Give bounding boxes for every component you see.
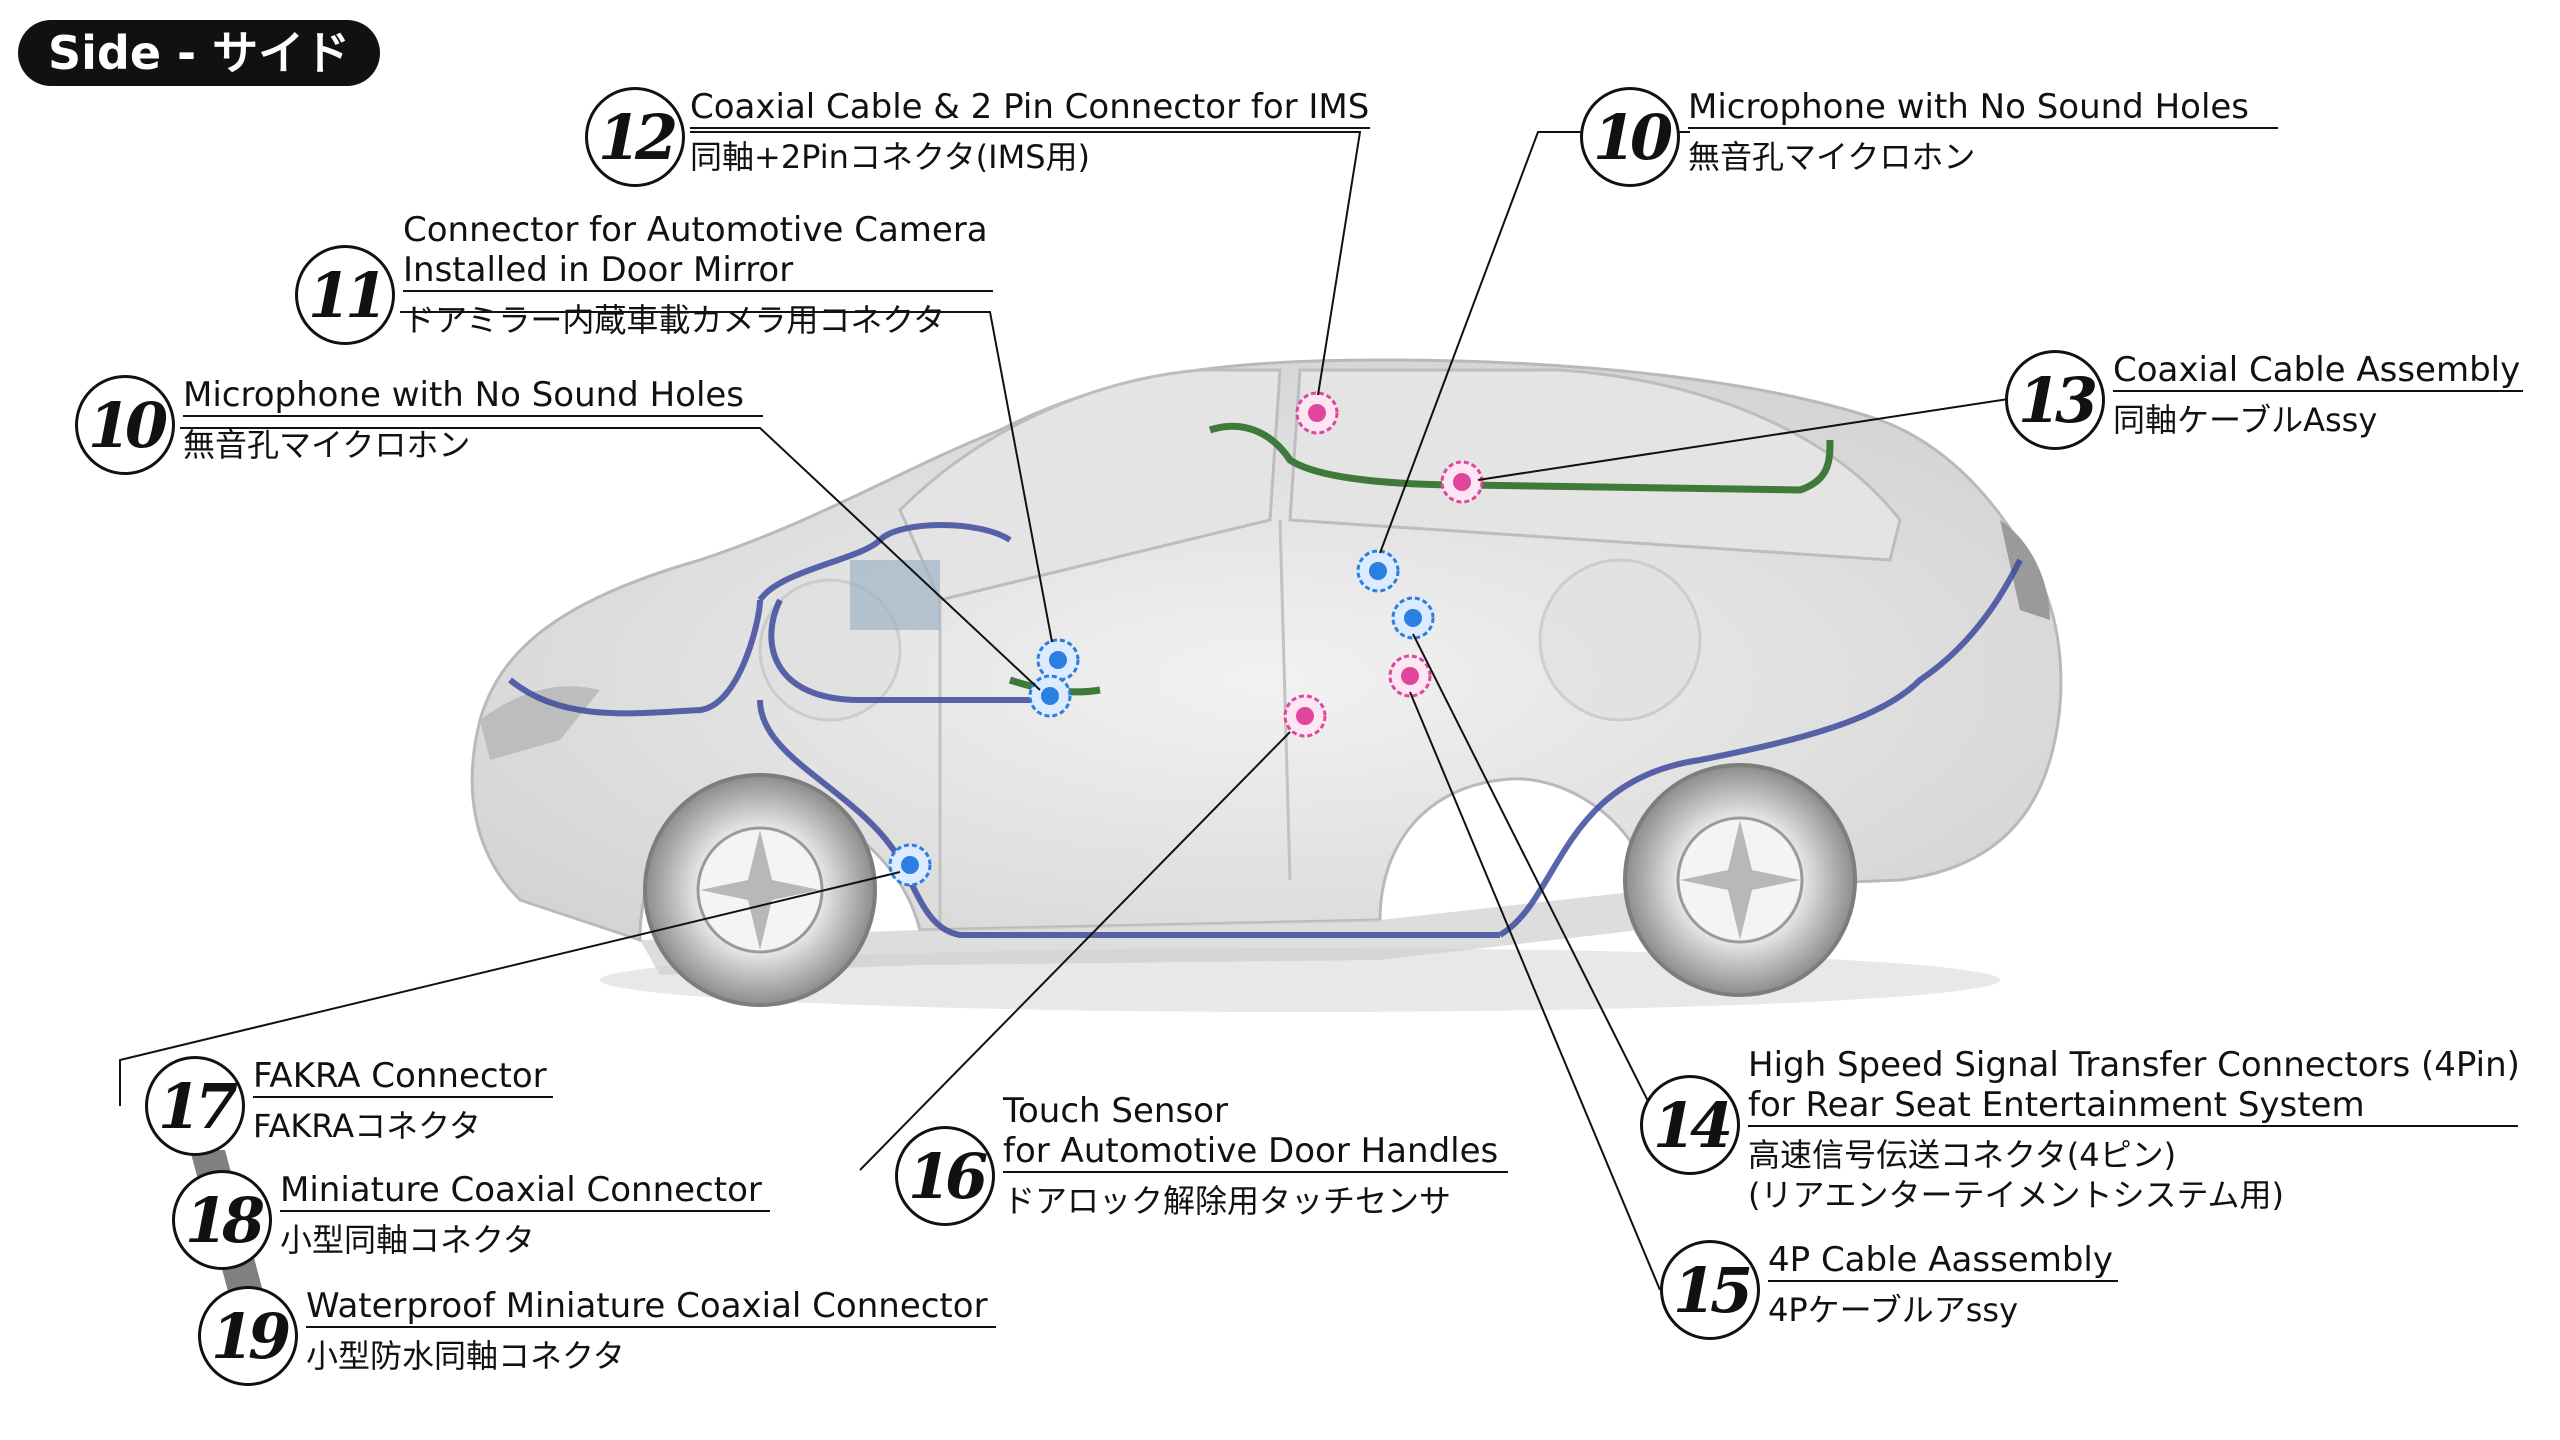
number-badge: 19: [198, 1286, 298, 1386]
number-badge: 12: [585, 87, 685, 187]
number-badge: 18: [172, 1170, 272, 1270]
marker-fakra: [888, 843, 932, 887]
number-badge: 13: [2005, 350, 2105, 450]
label-ja: 高速信号伝送コネクタ(4ピン): [1748, 1136, 2177, 1174]
label-en: Connector for Automotive Camera: [403, 210, 988, 250]
label-ja: 4Pケーブルアssy: [1768, 1291, 2019, 1329]
label-en: FAKRA Connector: [253, 1056, 547, 1096]
divider: [183, 415, 763, 417]
number-badge: 11: [295, 245, 395, 345]
label-en: Coaxial Cable Assembly: [2113, 350, 2521, 390]
divider: [1003, 1171, 1508, 1173]
label-ja: 無音孔マイクロホン: [183, 426, 471, 464]
marker-ims: [1295, 391, 1339, 435]
label-en: Touch Sensor: [1003, 1091, 1228, 1131]
number-badge: 14: [1640, 1075, 1740, 1175]
label-ja: ドアロック解除用タッチセンサ: [1003, 1182, 1452, 1220]
label-ja: FAKRAコネクタ: [253, 1107, 481, 1145]
label-en: Coaxial Cable & 2 Pin Connector for IMS: [690, 87, 1370, 127]
label-en: for Rear Seat Entertainment System: [1748, 1085, 2365, 1125]
divider: [280, 1210, 770, 1212]
label-en: Waterproof Miniature Coaxial Connector: [306, 1286, 988, 1326]
marker-coaxial-assy: [1440, 460, 1484, 504]
number-badge: 15: [1660, 1240, 1760, 1340]
front-wheel: [643, 773, 877, 1007]
marker-mirror-camera: [1036, 638, 1080, 682]
label-en: Installed in Door Mirror: [403, 250, 794, 290]
marker-4p-cable: [1388, 654, 1432, 698]
label-en: for Automotive Door Handles: [1003, 1131, 1499, 1171]
label-ja: (リアエンターテイメントシステム用): [1748, 1176, 2285, 1214]
door-line: [1278, 519, 1292, 881]
section-tag: Side - サイド: [18, 20, 381, 86]
label-en: Microphone with No Sound Holes: [1688, 87, 2250, 127]
window-front: [898, 368, 1282, 602]
label-en: High Speed Signal Transfer Connectors (4…: [1748, 1045, 2520, 1085]
label-en: 4P Cable Aassembly: [1768, 1240, 2113, 1280]
divider: [2113, 390, 2523, 392]
window-rear: [1288, 368, 1902, 562]
number-badge: 10: [1580, 87, 1680, 187]
marker-mic-left: [1028, 674, 1072, 718]
label-en: Microphone with No Sound Holes: [183, 375, 745, 415]
divider: [690, 127, 1370, 129]
label-en: Miniature Coaxial Connector: [280, 1170, 762, 1210]
marker-mic-right: [1356, 549, 1400, 593]
number-badge: 16: [895, 1126, 995, 1226]
label-ja: 同軸ケーブルAssy: [2113, 401, 2378, 439]
rear-seat: [1538, 558, 1702, 722]
harness-green: [1208, 422, 1834, 494]
label-ja: 同軸+2Pinコネクタ(IMS用): [690, 138, 1090, 176]
label-ja: 小型同軸コネクタ: [280, 1221, 535, 1259]
number-badge: 10: [75, 375, 175, 475]
divider: [306, 1326, 996, 1328]
tail-light: [2000, 520, 2050, 620]
divider: [1768, 1280, 2118, 1282]
divider: [1748, 1125, 2518, 1127]
number-badge: 17: [145, 1056, 245, 1156]
label-ja: 小型防水同軸コネクタ: [306, 1337, 625, 1375]
marker-touch-sensor: [1283, 694, 1327, 738]
divider: [1688, 127, 2278, 129]
rear-wheel: [1623, 763, 1857, 997]
marker-rse-connector: [1391, 596, 1435, 640]
label-ja: 無音孔マイクロホン: [1688, 138, 1976, 176]
headlight: [480, 686, 600, 760]
divider: [403, 290, 993, 292]
camera-module: [850, 560, 940, 630]
label-ja: ドアミラー内蔵車載カメラ用コネクタ: [403, 301, 946, 339]
divider: [253, 1096, 553, 1098]
